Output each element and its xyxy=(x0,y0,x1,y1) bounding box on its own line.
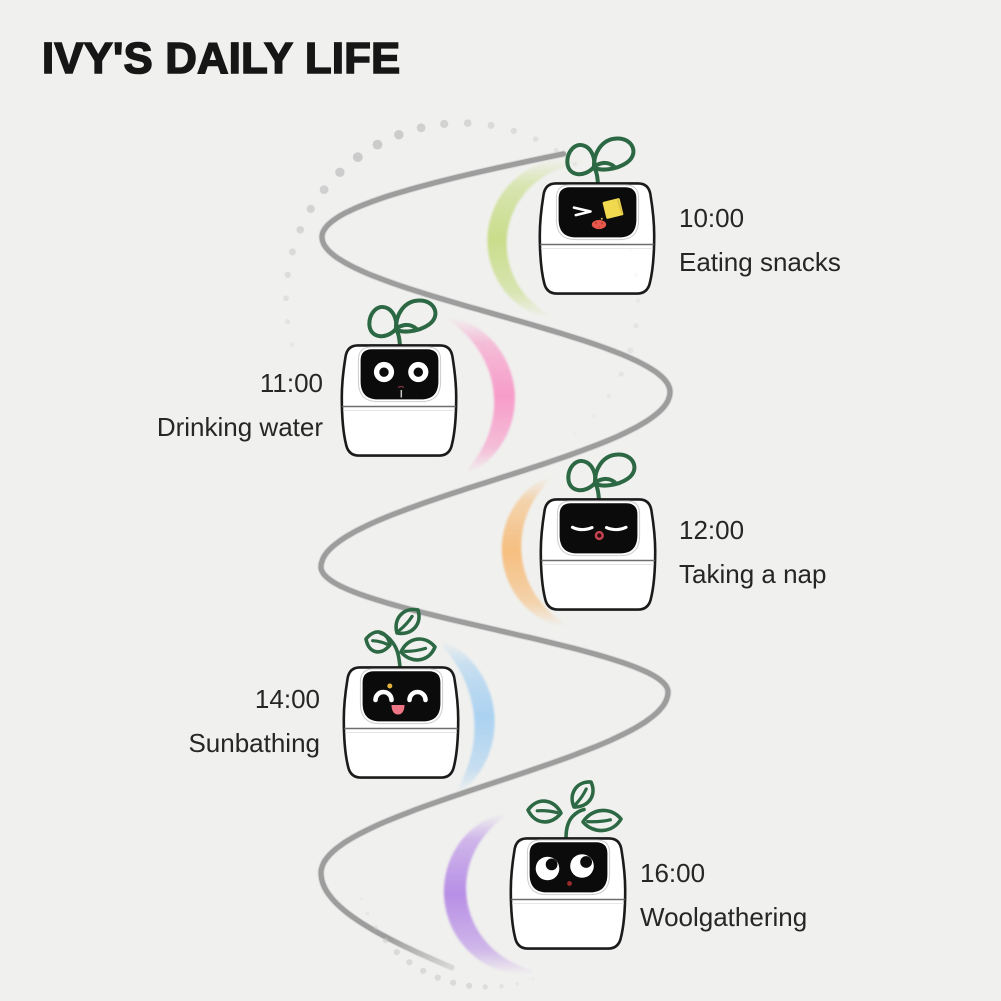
svg-text:Eating snacks: Eating snacks xyxy=(679,247,841,277)
svg-text:12:00: 12:00 xyxy=(679,515,744,545)
svg-text:Sunbathing: Sunbathing xyxy=(188,728,320,758)
svg-text:IVY'S DAILY LIFE: IVY'S DAILY LIFE xyxy=(42,35,400,83)
svg-text:14:00: 14:00 xyxy=(255,684,320,714)
svg-text:Taking a nap: Taking a nap xyxy=(679,559,826,589)
svg-text:16:00: 16:00 xyxy=(640,858,705,888)
svg-text:11:00: 11:00 xyxy=(260,368,323,398)
svg-text:10:00: 10:00 xyxy=(679,203,744,233)
svg-text:Drinking water: Drinking water xyxy=(157,412,324,442)
svg-text:Woolgathering: Woolgathering xyxy=(640,902,807,932)
